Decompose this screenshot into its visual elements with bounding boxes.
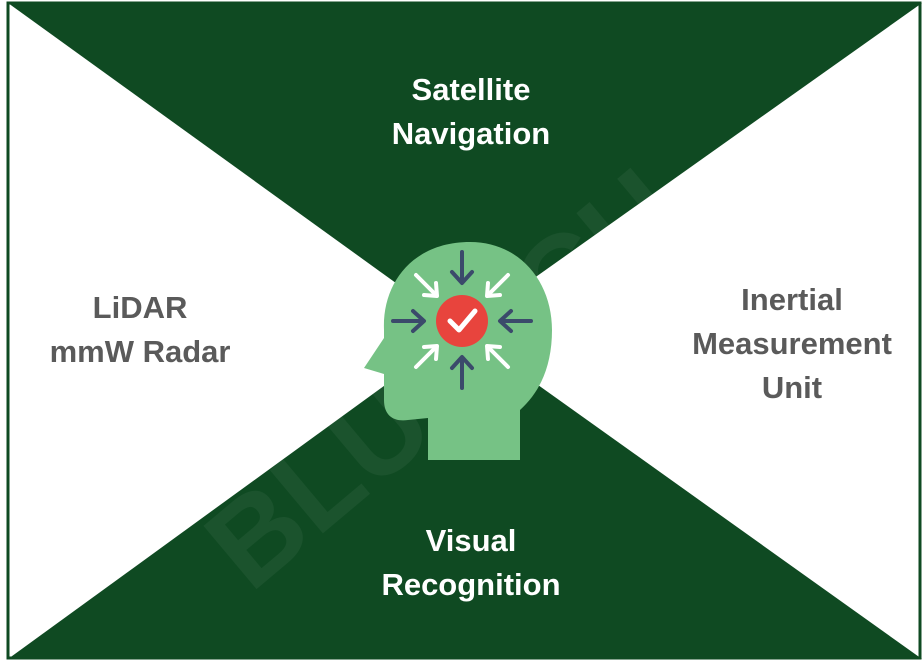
arrow-bottom-icon xyxy=(450,355,474,390)
label-bottom-line2: Recognition xyxy=(381,567,561,602)
arrow-left-icon xyxy=(391,309,426,333)
label-top-line1: Satellite xyxy=(411,72,531,107)
label-lidar-radar: LiDAR mmW Radar xyxy=(10,286,270,374)
label-visual-recognition: Visual Recognition xyxy=(311,519,631,607)
label-top-line2: Navigation xyxy=(391,116,551,151)
label-right-line3: Unit xyxy=(761,370,823,405)
check-mark-icon xyxy=(447,308,478,333)
label-inertial-measurement-unit: Inertial Measurement Unit xyxy=(662,278,922,410)
arrow-top-left-icon xyxy=(414,273,439,298)
head-silhouette xyxy=(364,242,552,460)
check-circle xyxy=(436,295,488,347)
arrow-bottom-right-icon xyxy=(485,344,510,369)
head-with-check-icon xyxy=(364,242,552,460)
label-right-line1: Inertial xyxy=(741,282,843,317)
arrow-top-right-icon xyxy=(485,273,510,298)
label-left-line2: mmW Radar xyxy=(49,334,231,369)
quadrant-top xyxy=(8,3,922,330)
label-satellite-navigation: Satellite Navigation xyxy=(311,68,631,156)
quadrant-bottom xyxy=(8,330,922,659)
arrow-top-icon xyxy=(450,250,474,285)
label-right-line2: Measurement xyxy=(692,326,892,361)
arrow-right-icon xyxy=(498,309,533,333)
label-bottom-line1: Visual xyxy=(425,523,517,558)
label-left-line1: LiDAR xyxy=(92,290,188,325)
arrow-bottom-left-icon xyxy=(414,344,439,369)
frame-border xyxy=(6,1,922,660)
